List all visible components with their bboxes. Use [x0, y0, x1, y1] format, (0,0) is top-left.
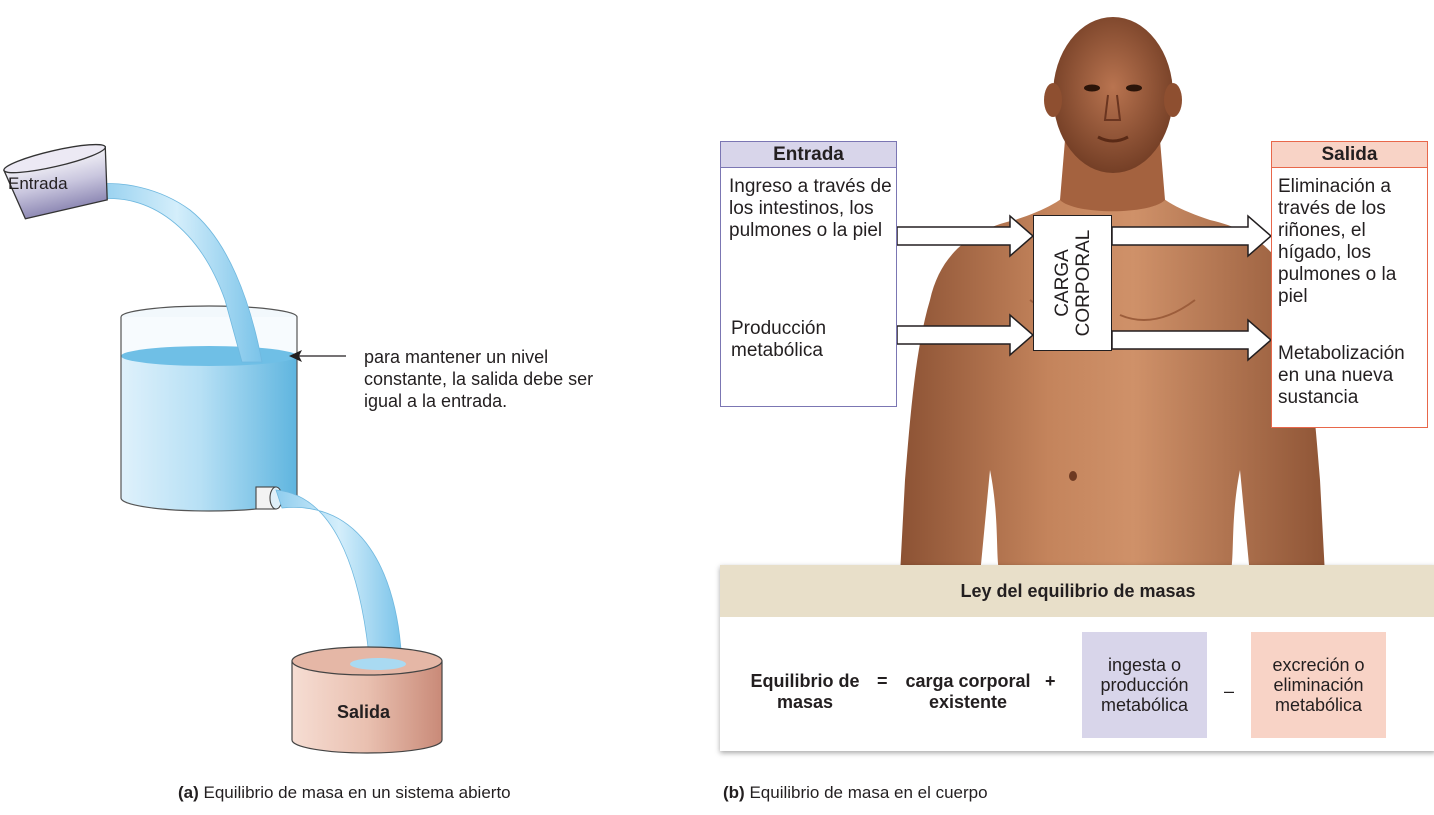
output-metabolization-text: Metabolización en una nueva sustancia: [1278, 343, 1428, 409]
law-title: Ley del equilibrio de masas: [720, 565, 1434, 617]
output-elimination-text: Eliminación a través de los riñones, el …: [1278, 176, 1413, 308]
arrow-elimination: [1112, 216, 1271, 256]
body-load-label: CARGA CORPORAL: [1052, 230, 1094, 337]
law-minus: –: [1224, 681, 1234, 702]
law-term-intake: ingesta o producción metabólica: [1082, 632, 1207, 738]
input-intake-text: Ingreso a través de los intestinos, los …: [729, 176, 897, 242]
law-term-balance: Equilibrio de masas: [750, 671, 860, 713]
law-term-excretion: excreción o eliminación metabólica: [1251, 632, 1386, 738]
input-production-text: Producción metabólica: [731, 318, 841, 362]
law-term-existing-load: carga corporal existente: [898, 671, 1038, 713]
arrow-metabolization: [1112, 320, 1271, 360]
arrow-production: [897, 315, 1033, 355]
body-load-line2: CORPORAL: [1073, 230, 1094, 337]
output-box: Salida Eliminación a través de los riñon…: [1271, 141, 1428, 428]
body-load-box: CARGA CORPORAL: [1033, 215, 1112, 351]
input-box: Entrada Ingreso a través de los intestin…: [720, 141, 897, 407]
caption-b: (b) Equilibrio de masa en el cuerpo: [723, 783, 988, 803]
law-equals: =: [877, 671, 888, 692]
body-load-line1: CARGA: [1052, 230, 1073, 337]
mass-balance-law-panel: Ley del equilibrio de masas Equilibrio d…: [720, 565, 1434, 751]
output-box-title: Salida: [1272, 142, 1427, 168]
input-box-title: Entrada: [721, 142, 896, 168]
law-plus: +: [1045, 671, 1056, 692]
caption-b-text: Equilibrio de masa en el cuerpo: [745, 783, 988, 802]
caption-b-tag: (b): [723, 783, 745, 802]
arrow-intake: [897, 216, 1033, 256]
